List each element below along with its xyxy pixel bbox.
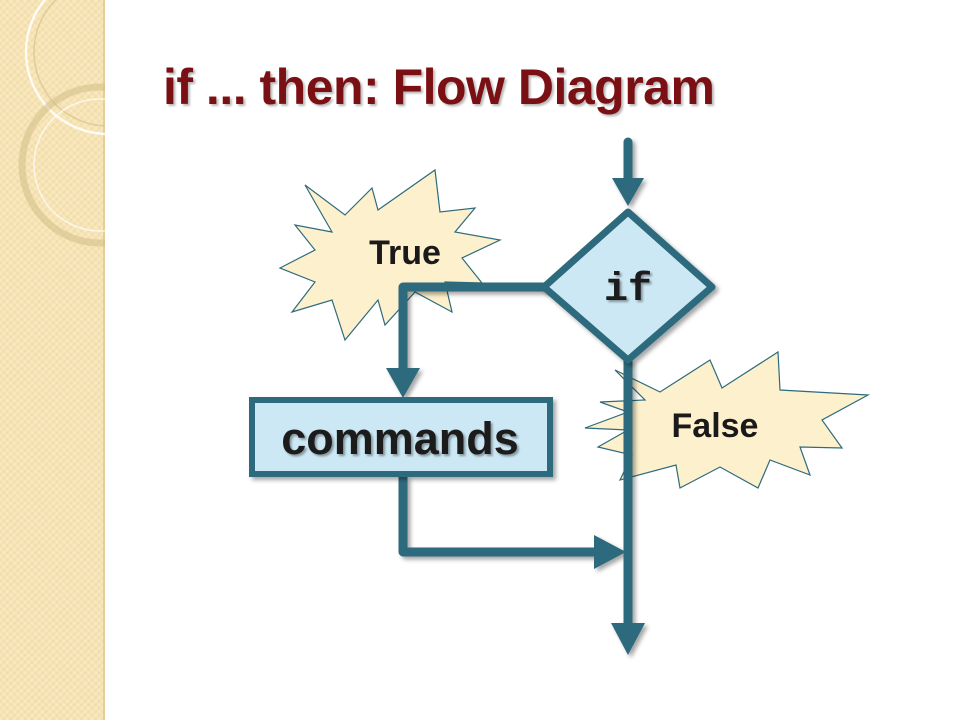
entry-arrowhead — [612, 178, 644, 206]
process-label: commands — [281, 413, 519, 464]
decision-label: if — [604, 268, 652, 313]
decision-diamond — [540, 208, 716, 364]
flow-lines — [386, 137, 645, 655]
merge-line — [398, 476, 596, 557]
merge-arrowhead — [594, 535, 626, 569]
slide-title: if ... then: Flow Diagram — [163, 59, 715, 115]
true-label: True — [369, 234, 441, 272]
decision-node: if — [540, 208, 716, 364]
false-label: False — [672, 407, 759, 445]
exit-arrowhead — [611, 623, 645, 655]
false-burst: False — [584, 350, 871, 489]
true-burst: True — [278, 168, 502, 342]
true-branch-arrowhead — [386, 368, 420, 398]
true-branch-line — [398, 282, 548, 370]
decorative-side-panel — [0, 0, 192, 720]
process-box — [249, 397, 553, 477]
process-node: commands — [249, 397, 553, 477]
